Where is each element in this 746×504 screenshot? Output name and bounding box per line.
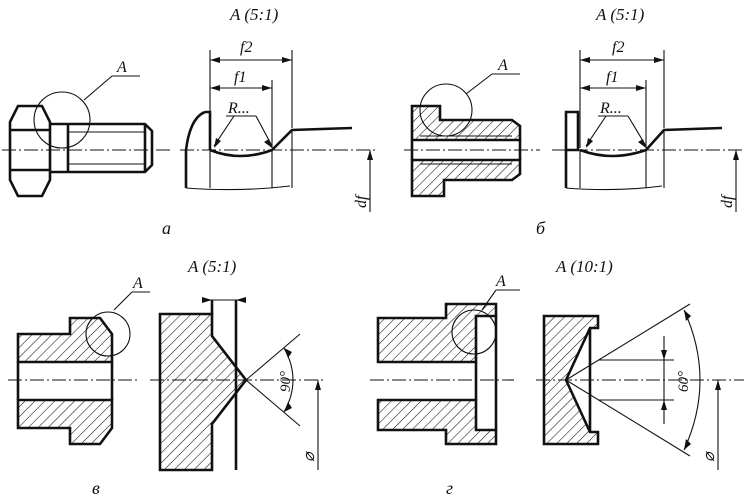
view-a-bolt: A [2,59,170,198]
detail-circle-b [419,83,473,137]
dim-f2-b: f2 [612,39,624,56]
diameter-label-b: df [719,193,736,208]
diameter-label-v: ⌀ [301,451,318,462]
detail-title-v: A (5:1) [187,257,237,276]
dim-f1-a: f1 [234,69,246,86]
diameter-label-a: df [353,193,370,208]
angle-label-g: 60° [676,371,692,392]
detail-title-g: A (10:1) [555,257,613,276]
view-b-nut: A [404,57,540,198]
bolt-hex-head [8,104,52,198]
view-v-part: A в [8,275,150,498]
caption-b: б [536,218,546,238]
detail-g-section [542,314,600,446]
detail-g: A (10:1) 60° ⌀ [536,257,744,470]
dim-f1-b: f1 [606,69,618,86]
callout-label-g: A [495,273,506,290]
part-v-lower [16,398,114,446]
detail-circle-a [33,91,91,149]
detail-title-a: A (5:1) [229,5,279,24]
radius-label-b: R... [599,100,622,117]
callout-label-b: A [497,57,508,74]
diameter-label-g: ⌀ [701,451,718,462]
angle-label-v: 90° [278,371,294,392]
caption-a: а [162,218,171,238]
nut-lower-wall [410,158,522,198]
dim-f2-a: f2 [240,39,252,56]
caption-g: г [446,478,453,498]
part-g-lower [376,398,498,446]
bolt-shank [50,122,154,174]
detail-a: A (5:1) f2 f1 R... df а [162,5,378,238]
detail-a-head-arc [184,110,206,151]
detail-v: A (5:1) 90° ⌀ [150,257,326,472]
radius-label-a: R... [227,100,250,117]
detail-circle-g [451,309,497,355]
callout-label-v: A [132,275,143,292]
detail-b: A (5:1) f2 f1 R... df б [536,5,744,238]
part-v-upper [16,316,114,364]
callout-label-a: A [116,59,127,76]
detail-circle-v [85,311,131,357]
view-g-part: A г [370,273,520,498]
detail-title-b: A (5:1) [595,5,645,24]
nut-upper-wall [410,104,522,142]
caption-v: в [92,478,100,498]
detail-v-section [158,312,248,472]
